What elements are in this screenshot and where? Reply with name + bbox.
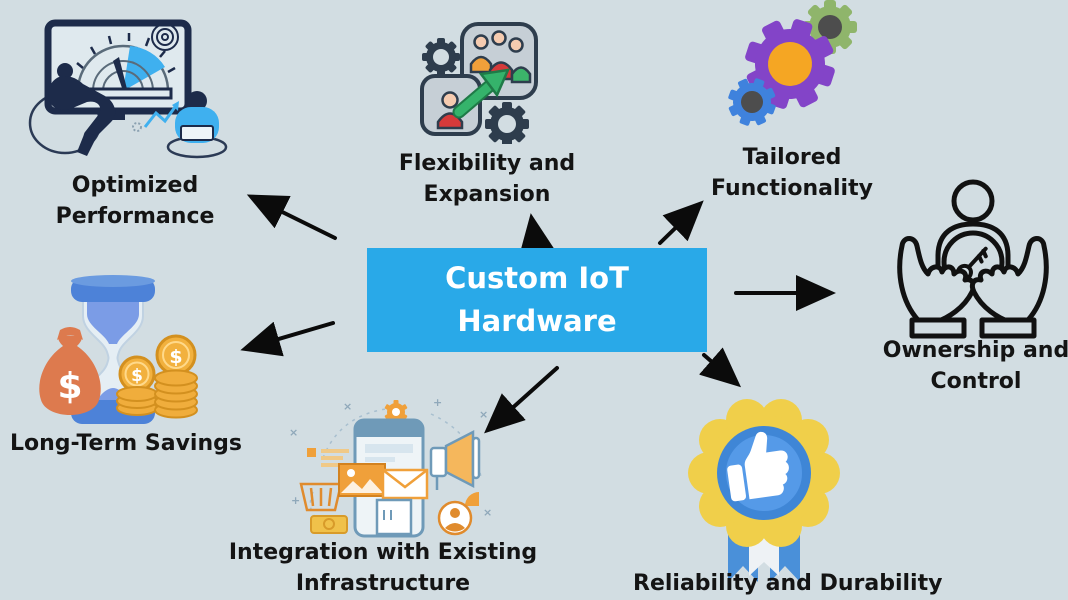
arrow-to-long-term-savings	[240, 321, 335, 357]
svg-text:×: ×	[343, 400, 352, 413]
label-flexibility-expansion: Flexibility and Expansion	[398, 151, 576, 207]
arrow-to-integration-infrastructure	[484, 366, 559, 434]
thumbs-up-badge-icon	[688, 399, 840, 582]
svg-text:×: ×	[289, 426, 298, 439]
hands-holding-key-icon	[897, 179, 1049, 339]
colored-gears-icon	[728, 0, 857, 126]
team-growth-icon	[420, 22, 538, 144]
performance-dashboard-illustration	[28, 19, 228, 159]
svg-text:×: ×	[483, 506, 492, 519]
svg-text:+: +	[433, 396, 442, 409]
label-long-term-savings: Long-Term Savings	[10, 431, 242, 456]
arrow-to-optimized-performance	[246, 194, 337, 240]
label-reliability-durability: Reliability and Durability	[633, 571, 943, 596]
hourglass-money-icon: $ $ $	[39, 275, 198, 424]
center-node-custom-iot-hardware: Custom IoT Hardware	[367, 248, 707, 352]
gear-outline-icon	[422, 38, 460, 76]
gear-outline-icon	[485, 102, 529, 144]
svg-text:×: ×	[479, 408, 488, 421]
label-tailored-functionality: Tailored Functionality	[711, 145, 873, 201]
arrow-to-flexibility-expansion	[519, 213, 555, 256]
label-optimized-performance: Optimized Performance	[55, 173, 215, 229]
svg-text:$: $	[169, 346, 182, 368]
integration-illustration: × × × × + +	[289, 396, 492, 538]
label-integration-infrastructure: Integration with Existing Infrastructure	[228, 540, 538, 596]
svg-text:$: $	[131, 366, 143, 386]
label-ownership-control: Ownership and Control	[882, 338, 1068, 394]
svg-text:+: +	[291, 494, 300, 507]
arrow-to-tailored-functionality	[658, 200, 704, 245]
center-node-label: Custom IoT Hardware	[445, 261, 629, 338]
svg-text:$: $	[57, 366, 82, 407]
